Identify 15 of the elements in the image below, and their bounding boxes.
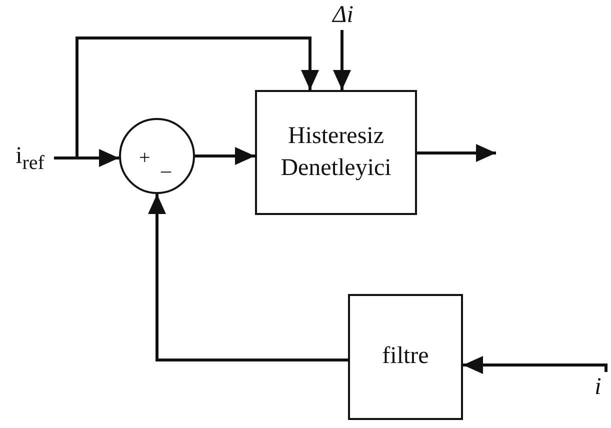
minus-sign: _ [161,154,171,174]
filter-box [348,294,463,420]
arrow [333,30,351,90]
arrow [417,144,496,162]
controller-box [255,90,417,215]
arrow [463,356,608,374]
arrow [148,194,348,362]
arrow [54,36,319,160]
block-label: Histeresiz Denetleyici [280,122,392,182]
signal-label: Δi [330,1,354,30]
plus-sign: + [139,148,150,168]
arrow [195,147,255,165]
signal-label: i [594,373,602,402]
signal-label: i$_{ref}$ [14,142,46,176]
block-label: filtre [381,342,430,372]
